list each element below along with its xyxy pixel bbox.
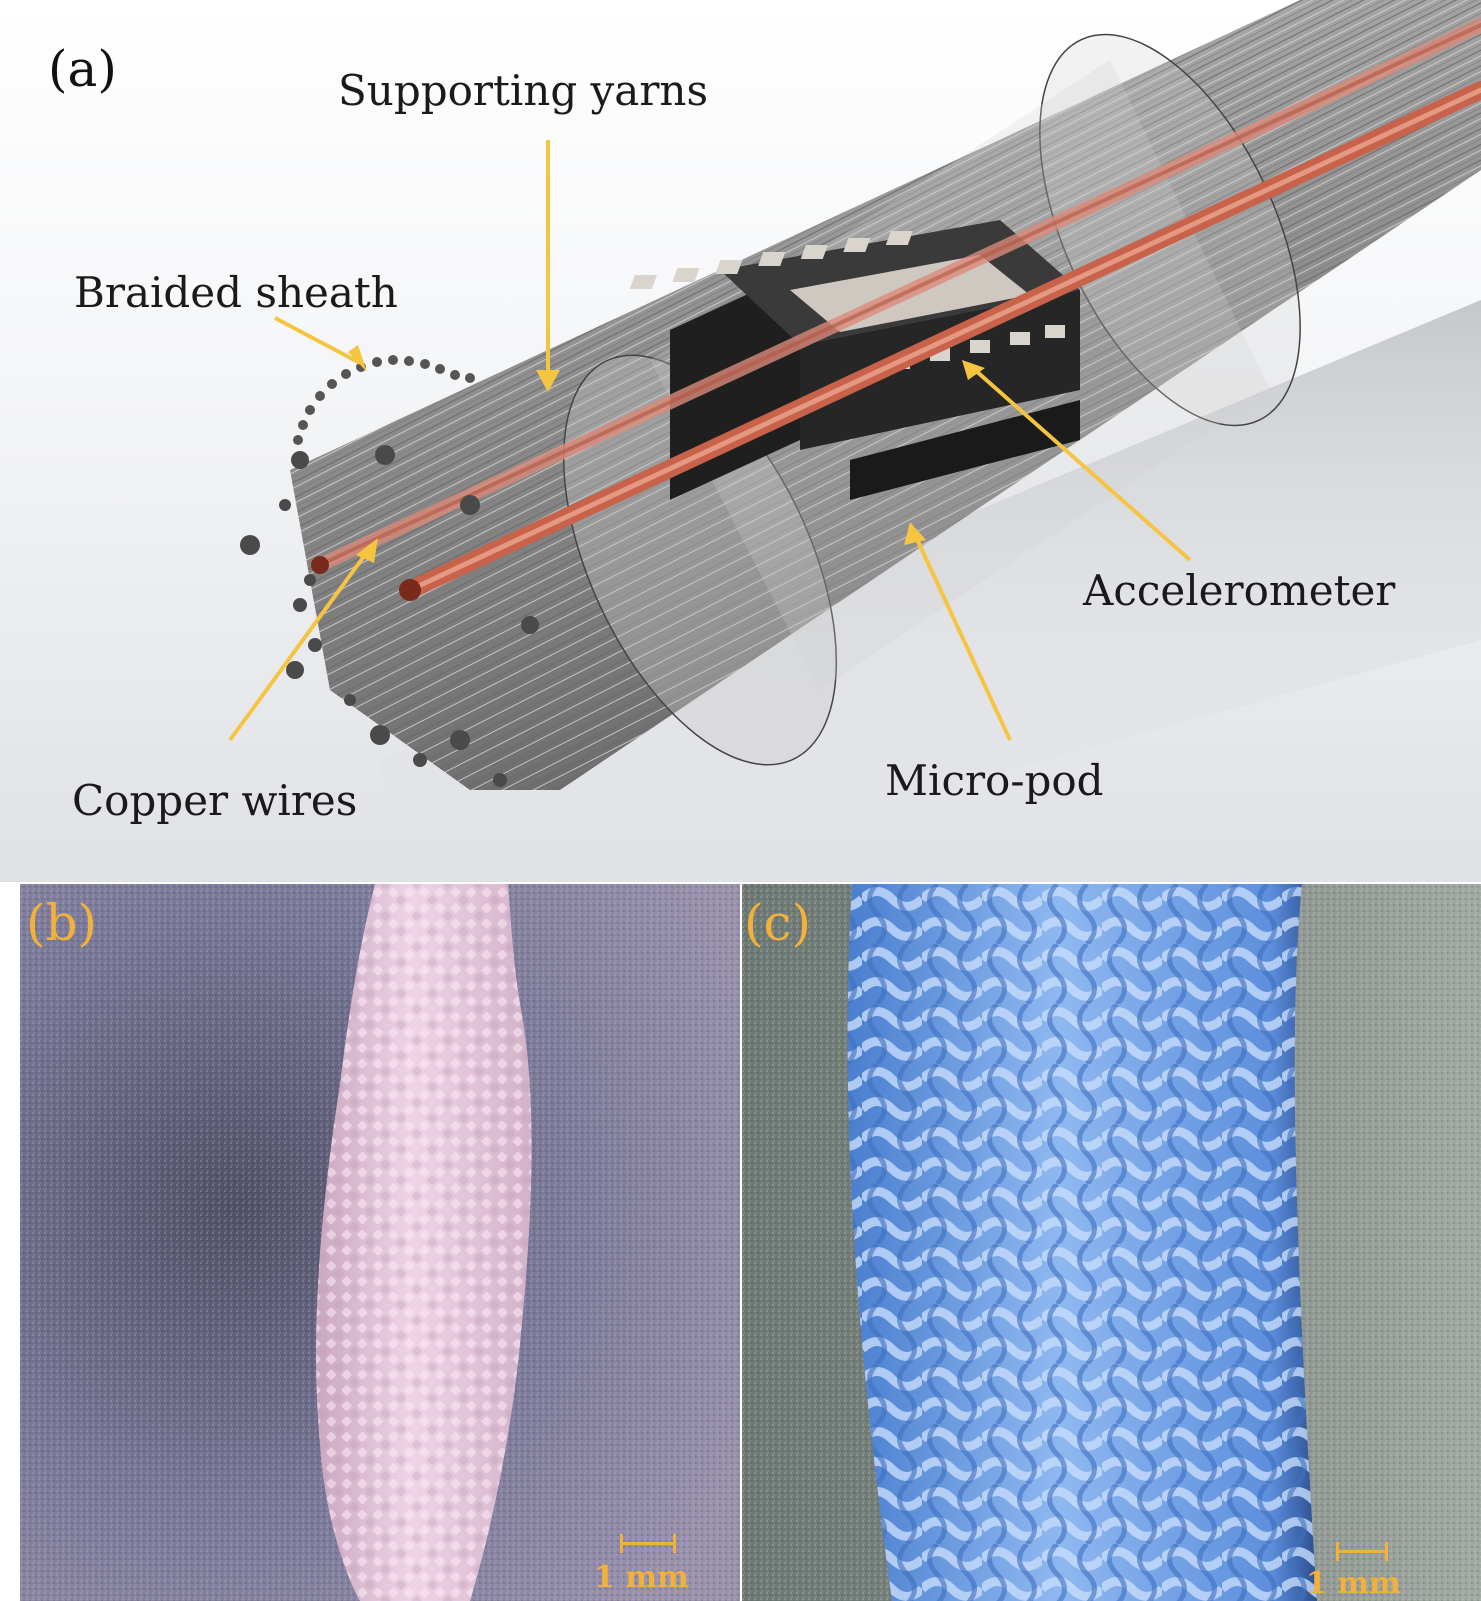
panel-a: (a) Supporting yarns Braided sheath Acce… <box>0 0 1481 882</box>
panel-b-scale-label: 1 mm <box>594 1560 689 1595</box>
label-supporting-yarns: Supporting yarns <box>338 66 709 115</box>
panel-b-letter: (b) <box>26 894 98 952</box>
braided-sheath-arc <box>293 355 475 445</box>
panel-b: (b) 1 mm <box>20 884 740 1601</box>
pink-sheath-photo <box>20 884 740 1601</box>
copper-wires <box>311 18 1481 601</box>
cable-rendering <box>0 0 1481 882</box>
blue-sheath-photo <box>742 884 1481 1601</box>
panel-a-letter: (a) <box>48 40 117 98</box>
label-micro-pod: Micro-pod <box>885 756 1104 805</box>
panel-c-letter: (c) <box>744 894 812 952</box>
panel-c: (c) 1 mm <box>742 884 1481 1601</box>
panel-c-scale-bar <box>1336 1542 1388 1561</box>
panel-b-scale-bar <box>620 1534 676 1553</box>
pointer-arrows <box>228 140 1192 742</box>
panel-c-scale-label: 1 mm <box>1306 1566 1401 1601</box>
label-copper-wires: Copper wires <box>72 776 358 825</box>
label-accelerometer: Accelerometer <box>1083 566 1396 615</box>
label-braided-sheath: Braided sheath <box>74 268 398 317</box>
yarn-ends <box>240 445 539 787</box>
